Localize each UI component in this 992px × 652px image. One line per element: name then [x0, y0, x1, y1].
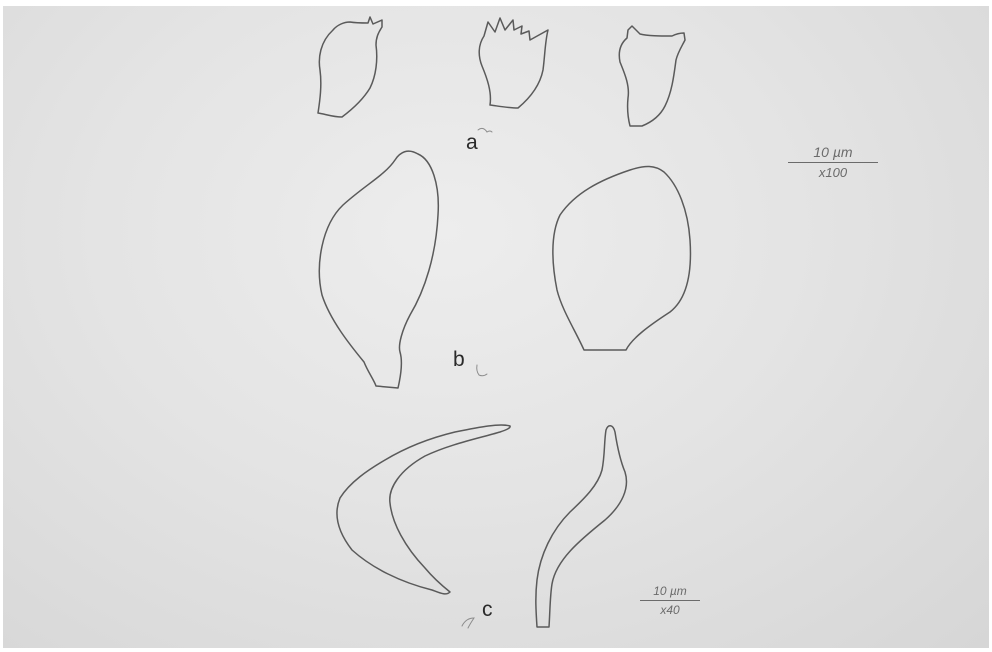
cell-c2-outline: [536, 426, 627, 627]
scale-bar-bottom: 10 µm x40: [640, 585, 700, 616]
pencil-mark-a: [478, 128, 492, 132]
label-b: b: [453, 349, 465, 370]
scale-bar-top-length: 10 µm: [788, 145, 878, 159]
cell-a2-outline: [479, 18, 548, 108]
cell-b1-outline: [319, 151, 438, 388]
scale-bar-top-magnification: x100: [788, 166, 878, 179]
pencil-mark-b: [477, 365, 487, 376]
label-c: c: [482, 599, 493, 620]
scale-bar-bottom-magnification: x40: [640, 604, 700, 616]
label-a: a: [466, 132, 478, 153]
scale-bar-bottom-length: 10 µm: [640, 585, 700, 597]
pencil-mark-c: [462, 618, 474, 628]
cell-a1-outline: [318, 17, 382, 117]
cell-b2-outline: [553, 166, 691, 350]
scale-bar-top-line: [788, 162, 878, 163]
cell-a3-outline: [619, 26, 685, 126]
cell-c1-outline: [337, 425, 510, 594]
scale-bar-top: 10 µm x100: [788, 145, 878, 179]
scale-bar-bottom-line: [640, 600, 700, 601]
